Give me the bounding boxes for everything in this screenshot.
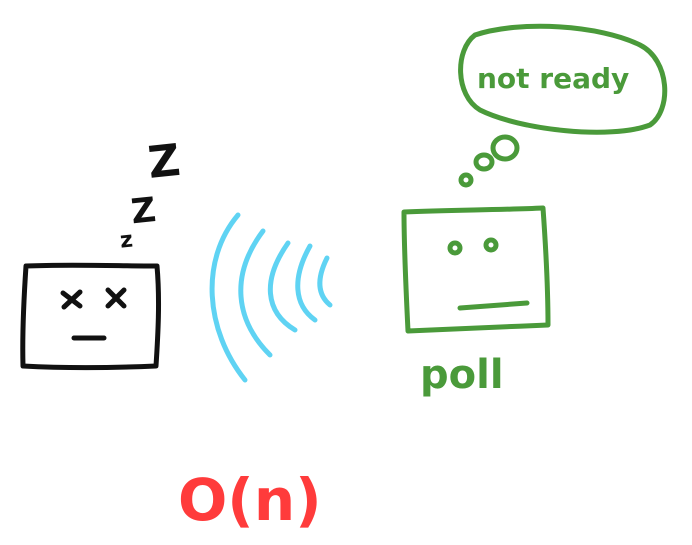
thought-dot-large — [490, 134, 520, 162]
snore-mark-medium: Z — [129, 190, 158, 232]
x-eye-left-icon — [60, 289, 83, 310]
sleeping-box-outline — [20, 262, 162, 370]
thought-dot-small — [458, 172, 474, 188]
signal-wave-5 — [317, 255, 333, 308]
polling-eye-left — [447, 240, 463, 256]
snore-mark-large: Z — [146, 135, 183, 189]
polling-box — [401, 205, 551, 334]
thought-bubble — [458, 23, 668, 188]
snore-marks: Z Z z — [119, 135, 183, 254]
snore-mark-small: z — [119, 228, 134, 254]
thought-dot-medium — [473, 152, 495, 172]
thought-bubble-cloud — [458, 23, 668, 135]
polling-eye-right — [483, 237, 499, 253]
signal-wave-1 — [209, 212, 248, 383]
signal-wave-4 — [295, 243, 318, 323]
signal-waves — [209, 212, 333, 383]
complexity-label: O(n) — [178, 466, 322, 534]
sleeping-box — [20, 262, 162, 370]
poll-label: poll — [420, 352, 504, 398]
x-eye-right-icon — [105, 287, 127, 309]
polling-box-outline — [401, 205, 551, 334]
signal-wave-2 — [238, 228, 273, 358]
signal-wave-3 — [267, 240, 298, 333]
polling-mouth — [457, 300, 530, 311]
thought-text: not ready — [477, 62, 629, 95]
